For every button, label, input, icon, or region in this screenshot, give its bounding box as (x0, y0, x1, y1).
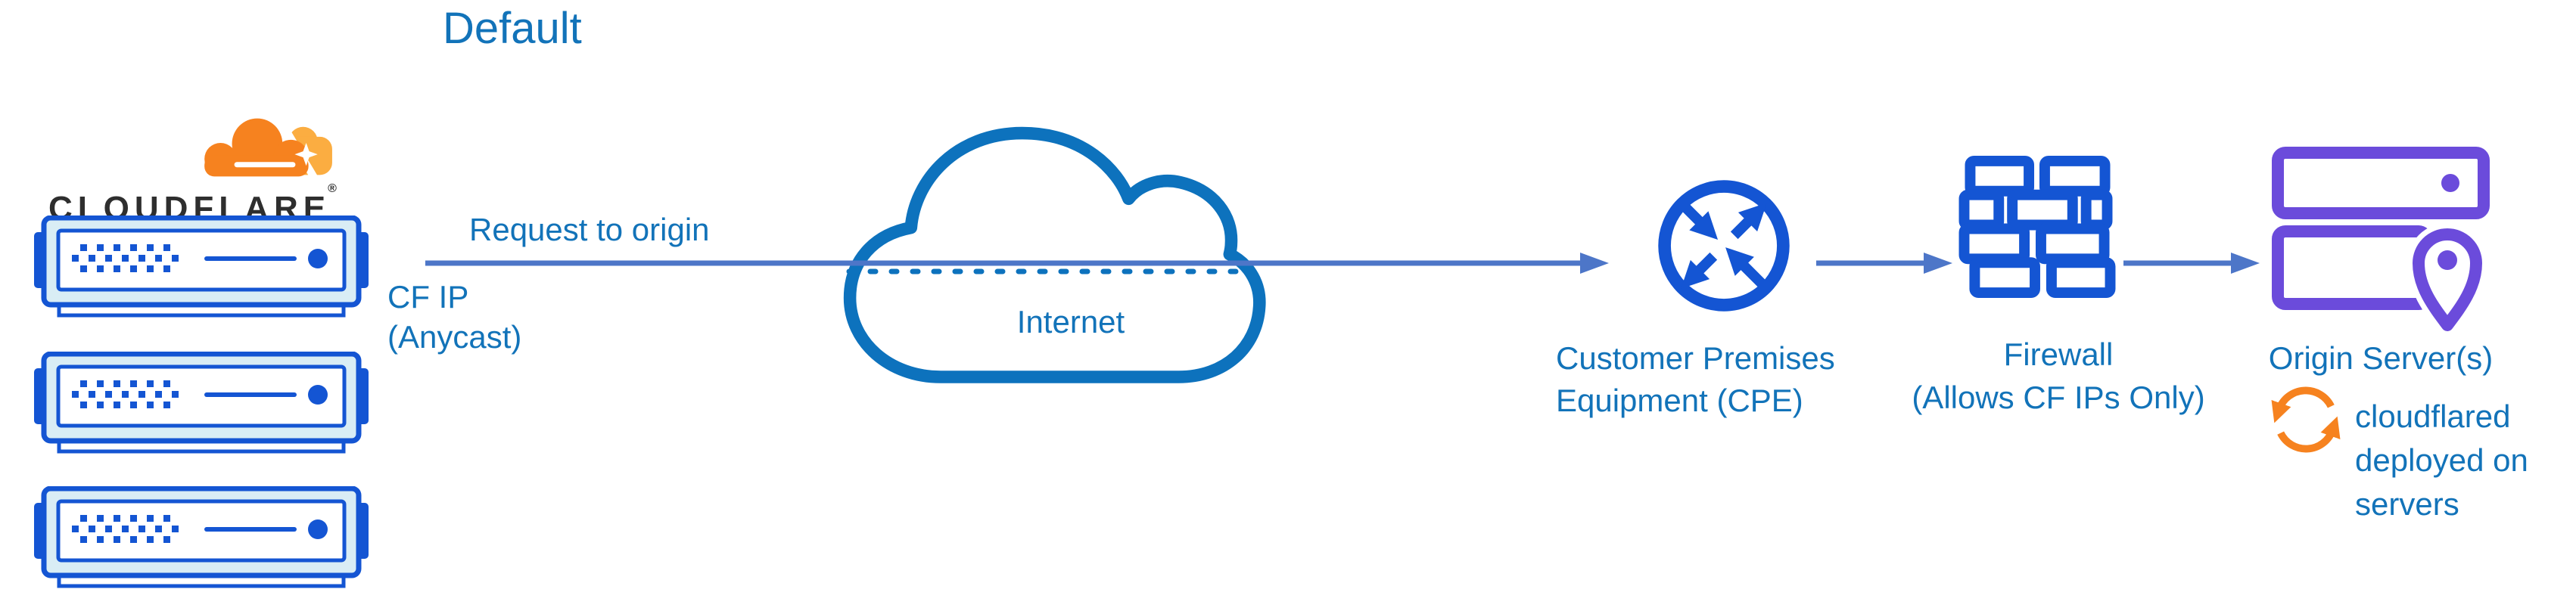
cloudflare-logo-icon (204, 118, 332, 181)
internet-label: Internet (1016, 304, 1125, 340)
firewall-to-origin-arrow (2123, 253, 2260, 274)
cpe-router-icon (1658, 180, 1790, 312)
cf-ip-label: CF IP (Anycast) (387, 279, 522, 355)
cpe-label: Customer Premises Equipment (CPE) (1556, 340, 1835, 418)
cpe-to-firewall-arrow (1816, 253, 1952, 274)
firewall-icon (1958, 155, 2116, 299)
request-arrow (425, 253, 1609, 274)
origin-server-icon (2272, 147, 2490, 333)
cloudflare-server-icon (34, 486, 369, 588)
cloudflared-note: cloudflared deployed on servers (2355, 398, 2528, 522)
registered-mark: ® (328, 182, 337, 195)
cloudflare-server-icon (34, 216, 369, 318)
origin-server-label: Origin Server(s) (2268, 340, 2494, 376)
sync-icon (2271, 386, 2341, 453)
request-to-origin-label: Request to origin (469, 212, 710, 247)
dashed-path (846, 268, 1247, 274)
cloudflare-server-icon (34, 352, 369, 454)
diagram-title: Default (443, 4, 582, 53)
firewall-label: Firewall (Allows CF IPs Only) (1912, 336, 2205, 415)
